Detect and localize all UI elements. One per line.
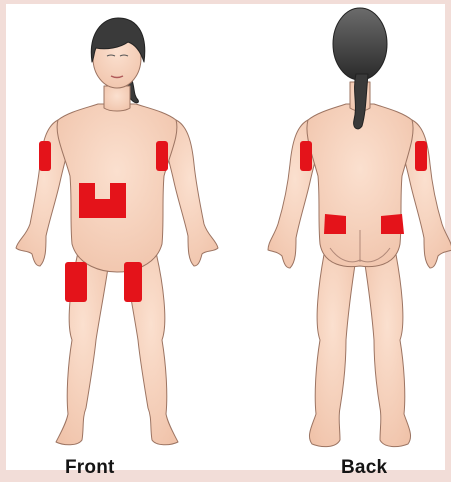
back-right-upper-buttock-site [324, 214, 346, 234]
back-figure [268, 8, 451, 447]
front-right-upper-arm-site [39, 141, 51, 171]
front-figure [16, 18, 218, 445]
back-right-leg [309, 244, 356, 447]
back-left-leg [364, 244, 411, 447]
back-head [333, 8, 387, 80]
body-diagram: Front Back [6, 4, 445, 470]
back-left-upper-buttock-site [381, 214, 404, 234]
body-figures [6, 4, 451, 482]
front-left-thigh-site [124, 262, 142, 302]
front-left-upper-arm-site [156, 141, 168, 171]
front-view-label: Front [65, 457, 115, 479]
back-view-label: Back [341, 457, 387, 479]
back-right-upper-arm-site [300, 141, 312, 171]
back-left-upper-arm-site [415, 141, 427, 171]
front-right-thigh-site [65, 262, 87, 302]
